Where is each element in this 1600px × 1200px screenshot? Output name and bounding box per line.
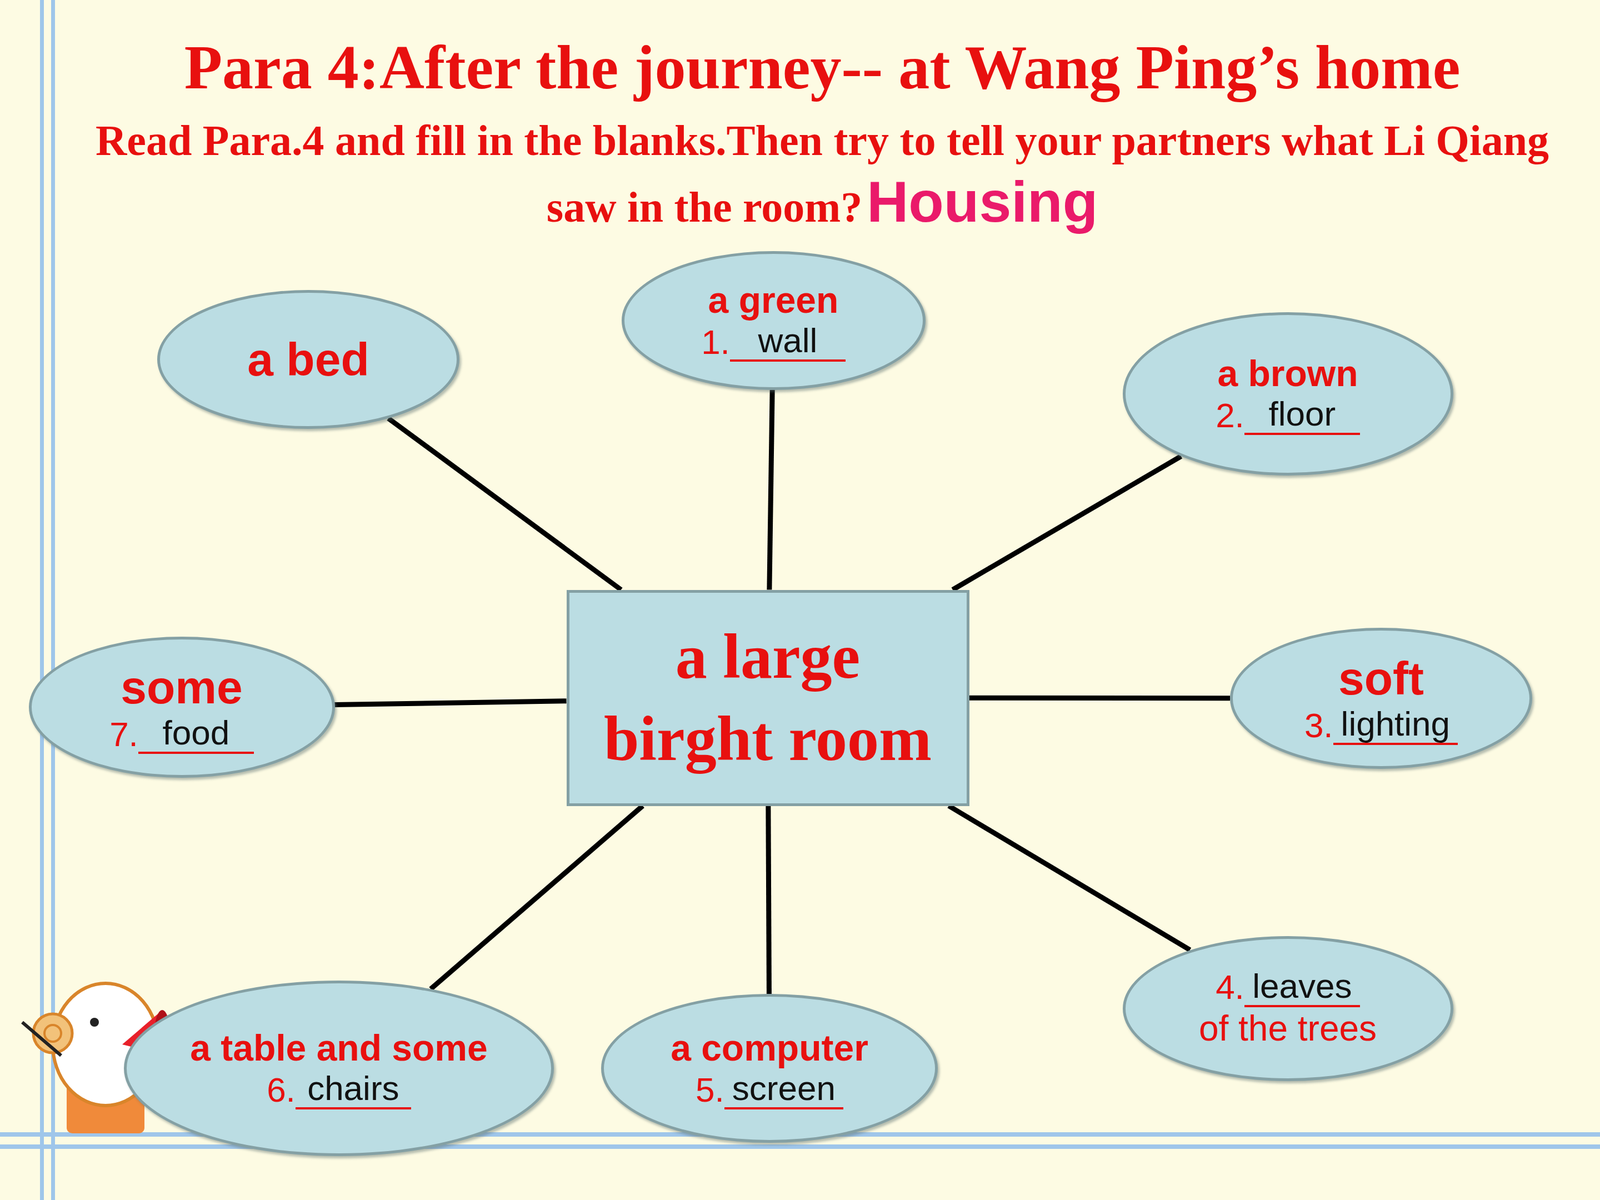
blank-row: 4.leaves (1215, 967, 1360, 1008)
blank-row: 1.wall (701, 321, 846, 362)
node-text: a green (708, 279, 839, 322)
blank-number: 1. (701, 322, 730, 362)
idea-ellipse: a table and some6.chairs (123, 980, 554, 1157)
connector-line (430, 806, 643, 990)
connector-line (768, 806, 770, 995)
center-text: a large birght room (590, 615, 946, 780)
blank-row: 5.screen (695, 1069, 844, 1110)
idea-ellipse: soft3.lighting (1230, 627, 1533, 769)
connector-line (948, 806, 1190, 950)
connector-line (334, 701, 567, 705)
node-text: some (120, 660, 243, 715)
blank-number: 5. (695, 1070, 725, 1110)
node-text: a computer (670, 1027, 869, 1070)
idea-ellipse: a bed (157, 290, 460, 429)
blank-answer: screen (724, 1069, 844, 1110)
blank-number: 4. (1215, 967, 1245, 1007)
topic-label: Housing (866, 169, 1098, 234)
node-text: a bed (247, 332, 369, 387)
idea-ellipse: 4.leavesof the trees (1122, 936, 1454, 1082)
blank-answer: leaves (1244, 967, 1360, 1008)
blank-answer: chairs (295, 1069, 412, 1110)
idea-ellipse: some7.food (28, 636, 335, 778)
title: Para 4:After the journey-- at Wang Ping’… (61, 33, 1584, 102)
connector-line (388, 418, 622, 590)
center-box: a large birght room (566, 590, 970, 807)
instruction: Read Para.4 and fill in the blanks.Then … (95, 116, 1549, 232)
blank-row: 7.food (109, 713, 254, 754)
connector-line (952, 456, 1182, 590)
blank-row: 2.floor (1215, 395, 1360, 435)
blank-answer: lighting (1333, 705, 1458, 745)
idea-ellipse: a green1.wall (621, 251, 926, 390)
blank-answer: wall (730, 321, 846, 362)
instruction-block: Read Para.4 and fill in the blanks.Then … (61, 113, 1584, 238)
blank-answer: floor (1244, 395, 1360, 435)
node-text: a brown (1217, 352, 1358, 395)
blank-answer: food (138, 713, 254, 754)
idea-ellipse: a computer5.screen (601, 993, 938, 1143)
blank-number: 7. (109, 714, 139, 754)
blank-row: 6.chairs (266, 1069, 412, 1110)
blank-row: 3.lighting (1304, 705, 1458, 745)
connector-line (969, 695, 1231, 701)
node-text: a table and some (190, 1027, 488, 1070)
idea-ellipse: a brown2.floor (1122, 312, 1454, 476)
blank-number: 6. (266, 1070, 296, 1110)
node-text: of the trees (1198, 1007, 1377, 1050)
connector-line (769, 390, 773, 590)
node-text: soft (1338, 651, 1424, 706)
blank-number: 3. (1304, 705, 1334, 745)
blank-number: 2. (1215, 395, 1245, 435)
